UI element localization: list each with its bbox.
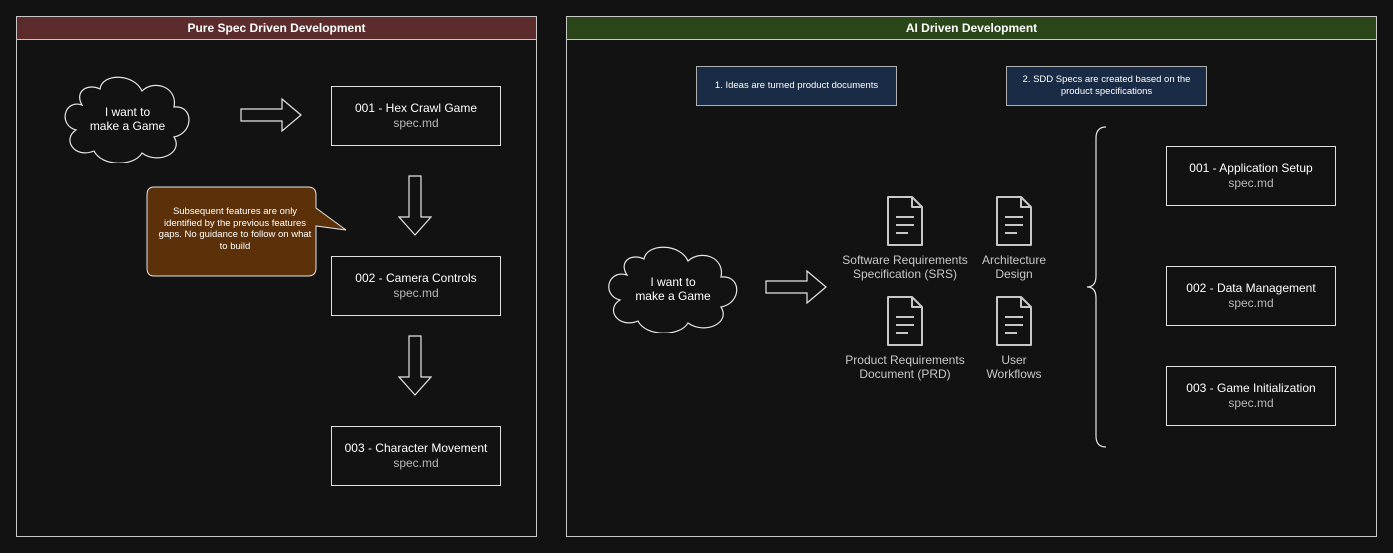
doc-prd-label-1: Product Requirements — [845, 353, 965, 367]
doc-prd-label-2: Document (PRD) — [859, 367, 951, 381]
doc-srs-label-2: Specification (SRS) — [852, 267, 958, 281]
spec-card-title: 002 - Camera Controls — [355, 271, 477, 285]
idea-cloud-right-text: I want to make a Game — [635, 275, 711, 303]
idea-cloud-right: I want to make a Game — [603, 245, 743, 333]
document-icon — [887, 196, 923, 246]
arrow-right-icon — [240, 98, 302, 132]
arrow-down-icon — [398, 175, 432, 236]
spec-card-title: 003 - Game Initialization — [1186, 381, 1316, 395]
pure-sdd-panel-title: Pure Spec Driven Development — [17, 17, 536, 40]
spec-card-data-management[interactable]: 002 - Data Management spec.md — [1166, 266, 1336, 326]
spec-card-camera-controls[interactable]: 002 - Camera Controls spec.md — [331, 256, 501, 316]
doc-prd[interactable]: Product Requirements Document (PRD) — [835, 295, 975, 385]
spec-card-file: spec.md — [393, 116, 439, 130]
spec-card-character-movement[interactable]: 003 - Character Movement spec.md — [331, 426, 501, 486]
ai-dd-panel-title: AI Driven Development — [567, 17, 1376, 40]
pure-sdd-panel: Pure Spec Driven Development — [16, 16, 537, 537]
spec-card-hex-crawl[interactable]: 001 - Hex Crawl Game spec.md — [331, 86, 501, 146]
spec-card-file: spec.md — [393, 286, 439, 300]
cloud-icon — [64, 76, 190, 163]
spec-card-title: 001 - Application Setup — [1189, 161, 1313, 175]
cloud-icon — [608, 246, 738, 333]
doc-architecture-label-1: Architecture — [981, 253, 1047, 267]
ai-dd-panel: AI Driven Development — [566, 16, 1377, 537]
idea-cloud-left-text: I want to make a Game — [89, 105, 166, 133]
document-icon — [887, 296, 923, 346]
curly-brace-icon — [1086, 126, 1107, 448]
doc-user-workflows-label-1: User — [1001, 353, 1027, 367]
doc-user-workflows-label-2: Workflows — [986, 367, 1042, 381]
spec-card-game-initialization[interactable]: 003 - Game Initialization spec.md — [1166, 366, 1336, 426]
doc-user-workflows[interactable]: User Workflows — [964, 295, 1064, 385]
document-icon — [996, 296, 1032, 346]
idea-cloud-left: I want to make a Game — [60, 75, 195, 163]
step-note-2: 2. SDD Specs are created based on the pr… — [1006, 66, 1207, 106]
spec-card-file: spec.md — [393, 456, 439, 470]
gap-callout-text: Subsequent features are only identified … — [158, 206, 312, 252]
doc-architecture-label-2: Design — [995, 267, 1033, 281]
step-note-1: 1. Ideas are turned product documents — [696, 66, 897, 106]
spec-card-file: spec.md — [1228, 176, 1274, 190]
doc-srs[interactable]: Software Requirements Specification (SRS… — [835, 195, 975, 285]
arrow-right-icon — [765, 270, 827, 304]
doc-architecture[interactable]: Architecture Design — [964, 195, 1064, 285]
document-icon — [996, 196, 1032, 246]
spec-card-title: 001 - Hex Crawl Game — [354, 101, 478, 115]
gap-callout: Subsequent features are only identified … — [146, 186, 348, 277]
spec-card-file: spec.md — [1228, 396, 1274, 410]
spec-card-title: 003 - Character Movement — [344, 441, 488, 455]
spec-card-file: spec.md — [1228, 296, 1274, 310]
spec-card-title: 002 - Data Management — [1186, 281, 1316, 295]
spec-card-application-setup[interactable]: 001 - Application Setup spec.md — [1166, 146, 1336, 206]
doc-srs-label-1: Software Requirements — [842, 253, 968, 267]
arrow-down-icon — [398, 335, 432, 396]
